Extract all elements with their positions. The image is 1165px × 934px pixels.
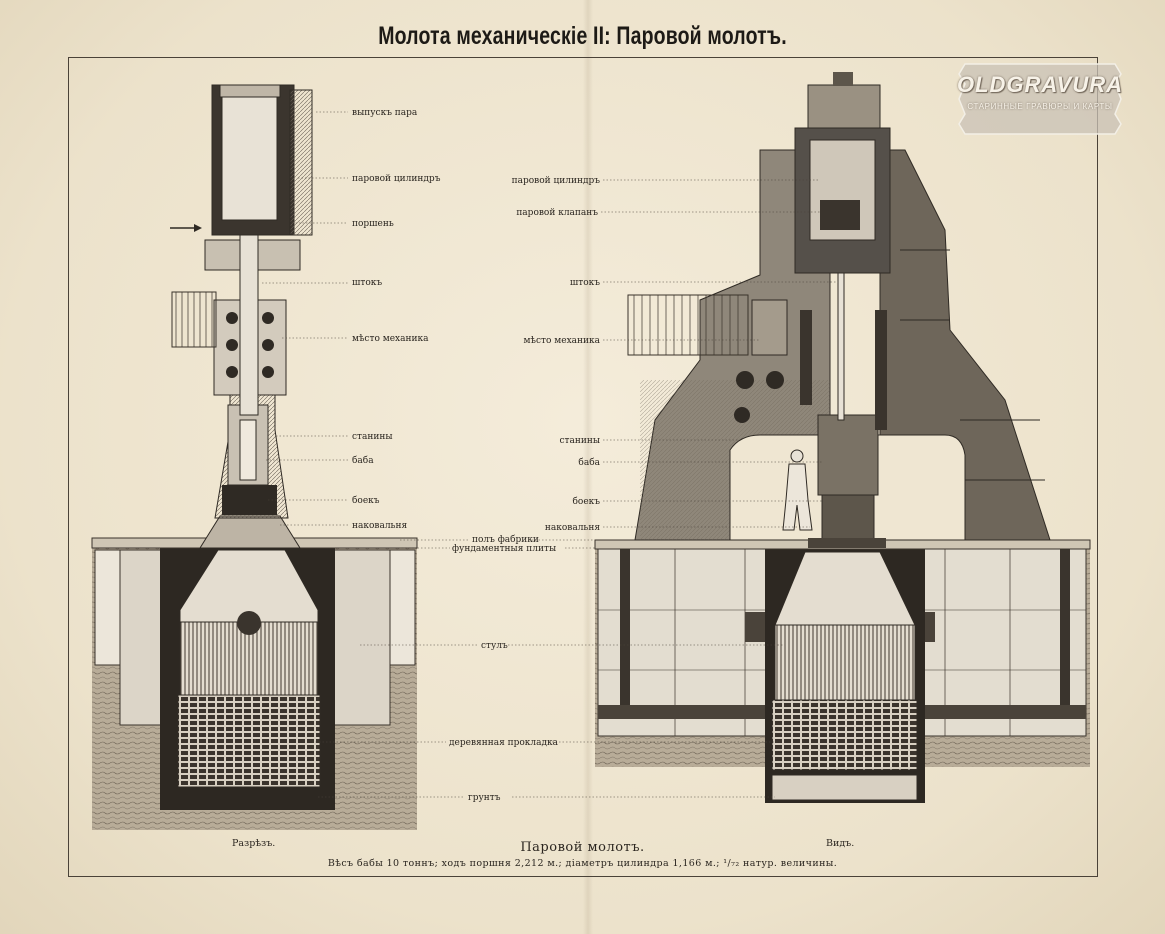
watermark-tagline: СТАРИННЫЕ ГРАВЮРЫ И КАРТЫ (967, 102, 1113, 111)
label-plates: фундаментныя плиты (452, 544, 557, 554)
label-piston-left: поршень (352, 219, 394, 229)
left-leader-lines (262, 111, 348, 526)
label-ground: грунтъ (468, 793, 501, 803)
label-cylinder-left: паровой цилиндръ (352, 174, 441, 184)
label-anvil-right: наковальня (544, 523, 600, 533)
label-cylinder-right: паровой цилиндръ (511, 176, 600, 186)
watermark-brand: OLDGRAVURA (956, 72, 1124, 97)
label-ram-right: баба (578, 458, 600, 468)
watermark-badge (958, 63, 1122, 135)
plate-caption: Паровой молотъ. (520, 840, 645, 855)
label-chair: стулъ (481, 641, 508, 651)
label-mechanic-left: мѣсто механика (352, 334, 429, 344)
label-floor: полъ фабрики (472, 535, 539, 545)
label-frames-left: станины (352, 432, 393, 442)
label-anvil-left: наковальня (352, 521, 408, 531)
label-die-right: боекъ (572, 497, 600, 507)
label-mechanic-right: мѣсто механика (523, 336, 600, 346)
label-wood: деревянная прокладка (449, 738, 559, 748)
center-fold (583, 0, 593, 934)
label-frames-right: станины (559, 436, 600, 446)
section-drawing (91, 84, 418, 830)
label-section: Разрѣзъ. (232, 838, 276, 849)
label-exhaust-left: выпускъ пара (352, 108, 418, 118)
label-view: Видъ. (826, 838, 855, 849)
view-drawing (594, 72, 1091, 803)
page-title: Молота механическіе II: Паровой молотъ. (378, 22, 787, 50)
label-ram-left: баба (352, 456, 374, 466)
label-valve-right: паровой клапанъ (516, 208, 598, 218)
label-die-left: боекъ (352, 496, 380, 506)
plate-subcaption: Вѣсъ бабы 10 тоннъ; ходъ поршня 2,212 м.… (327, 858, 838, 869)
right-leader-lines (601, 179, 838, 528)
plate-border (68, 57, 1098, 877)
label-rod-left: штокъ (352, 278, 383, 288)
label-rod-right: штокъ (569, 278, 600, 288)
center-leader-lines (312, 539, 785, 798)
